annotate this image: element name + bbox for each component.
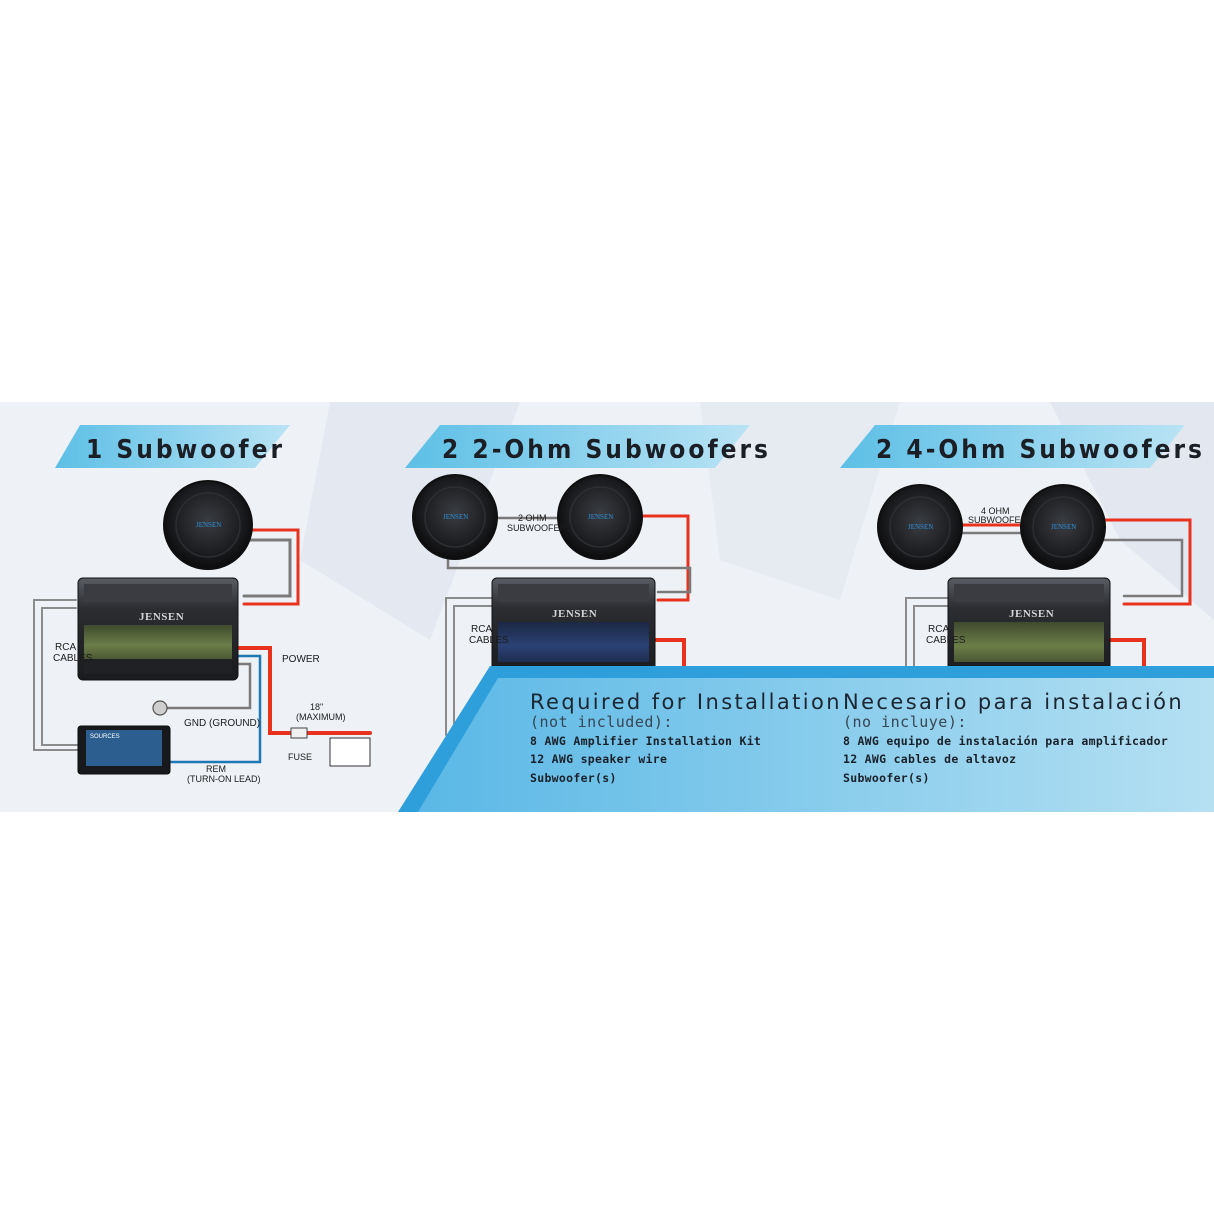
max-length-label-line-2: (MAXIMUM) [296,712,346,722]
subs-label-line-1: 2 OHM [518,513,547,523]
requirements-item-en-1: 8 AWG Amplifier Installation Kit [530,734,761,748]
requirements-subheading-en: (not included): [530,713,673,731]
requirements-subheading-es: (no incluye): [843,713,967,731]
rem-label-line-2: (TURN-ON LEAD) [187,774,261,784]
requirements-heading-en: Required for Installation [530,690,842,714]
panel-2-subwoofer-left: JENSEN [412,474,498,560]
requirements-item-en-3: Subwoofer(s) [530,771,617,785]
subwoofer-brand: JENSEN [588,513,613,521]
ground-terminal [152,700,168,716]
rca-cable-right [453,605,493,736]
requirements-item-es-1: 8 AWG equipo de instalación para amplifi… [843,734,1168,748]
power-wire [236,646,372,735]
requirements-banner: Required for Installation (not included)… [398,666,1214,812]
speaker-wire-negative [242,538,292,598]
rca-label-line-2: CABLES [469,635,509,646]
speaker-wire-positive-amp [1098,518,1192,606]
subwoofer-brand: JENSEN [908,523,933,531]
fuse [290,727,308,739]
rca-cable-right [913,605,949,669]
rca-label-line-2: CABLES [926,635,966,646]
requirements-item-en-2: 12 AWG speaker wire [530,752,667,766]
panel-3-amplifier: JENSEN [947,577,1111,679]
rca-label-line-1: RCA [55,642,76,653]
panel-1-title: 1 Subwoofer [86,435,285,465]
rca-cable-left [905,597,949,669]
panel-2-subwoofer-right: JENSEN [557,474,643,560]
panel-2-two-2-ohm-subwoofers: 2 2-Ohm Subwoofers JENSEN JENSEN 2 OHM S… [405,425,771,736]
speaker-wire-positive [638,514,690,602]
panel-2-title: 2 2-Ohm Subwoofers [442,435,771,465]
requirements-item-es-3: Subwoofer(s) [843,771,930,785]
amplifier-brand: JENSEN [139,611,184,623]
remote-wire [168,654,262,764]
panel-1-amplifier: JENSEN [77,577,239,681]
requirements-item-es-2: 12 AWG cables de altavoz [843,752,1016,766]
rca-cable-left [33,599,79,751]
power-wire [653,638,686,670]
subs-label-line-2: SUBWOOFERS [968,515,1033,525]
speaker-wire-positive [242,528,300,606]
panel-3-title-banner [840,425,1185,468]
head-unit-screen-text: SOURCES [90,734,120,740]
requirements-banner-inner [418,678,1214,812]
panel-1-wires [33,528,372,764]
amplifier-brand: JENSEN [552,608,597,620]
head-unit: SOURCES [77,725,171,775]
rca-cable-left [445,597,493,736]
subwoofer-brand: JENSEN [196,521,221,529]
panel-3-wires [905,518,1192,670]
power-wire [1108,638,1146,670]
fuse-label: FUSE [288,752,312,762]
rca-label-line-1: RCA [471,624,492,635]
ground-wire [158,662,252,710]
battery [329,737,371,767]
rca-label-line-2: CABLES [53,653,93,664]
panel-1-title-banner [55,425,290,468]
requirements-heading-es: Necesario para instalación [843,690,1184,714]
background-facet [700,402,900,600]
panel-3-title: 2 4-Ohm Subwoofers [876,435,1205,465]
panel-2-wires [445,514,692,736]
panel-2-title-banner [405,425,750,468]
rca-label-line-1: RCA [928,624,949,635]
subs-label-line-2: SUBWOOFERS [507,523,572,533]
panel-1-subwoofer-speaker: JENSEN [163,480,253,570]
panel-1-subwoofer: 1 Subwoofer JENSEN JENSEN RCA CABLE [33,425,372,784]
panel-3-subwoofer-right: JENSEN [1020,484,1106,570]
speaker-wire-negative [446,558,692,594]
subs-label-line-1: 4 OHM [981,506,1010,516]
amplifier-brand: JENSEN [1009,608,1054,620]
rca-cable-right [41,607,79,746]
gnd-label: GND (GROUND) [184,718,260,729]
panel-3-subwoofer-left: JENSEN [877,484,963,570]
power-label: POWER [282,654,320,665]
subwoofer-brand: JENSEN [443,513,468,521]
panel-3-two-4-ohm-subwoofers: 2 4-Ohm Subwoofers JENSEN JENSEN 4 OHM S… [840,425,1205,679]
subwoofer-brand: JENSEN [1051,523,1076,531]
max-length-label-line-1: 18" [310,702,323,712]
panel-2-amplifier: JENSEN [491,577,656,679]
rem-label-line-1: REM [206,764,226,774]
speaker-wire-negative-amp [1098,538,1184,598]
